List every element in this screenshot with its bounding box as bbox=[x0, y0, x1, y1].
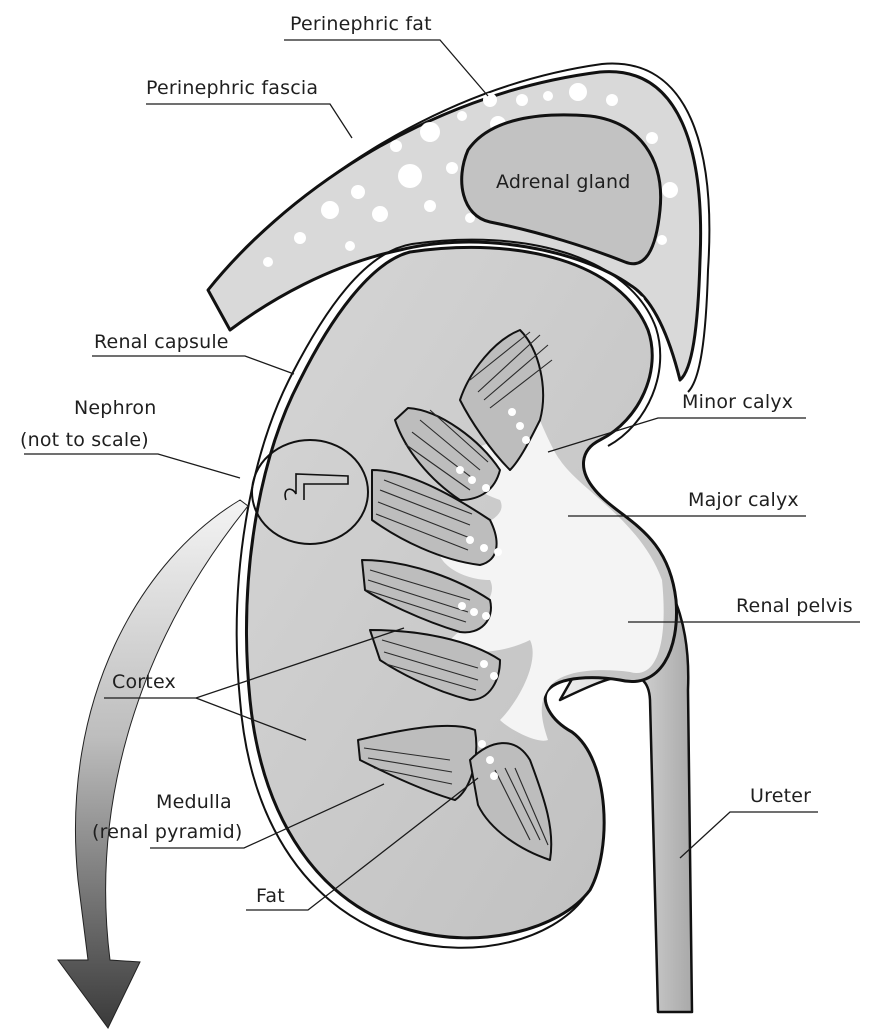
label-medulla: Medulla bbox=[156, 791, 232, 813]
label-renal-capsule: Renal capsule bbox=[94, 331, 229, 353]
leader-perinephric-fascia bbox=[146, 104, 352, 138]
label-major-calyx: Major calyx bbox=[688, 489, 799, 511]
label-ureter: Ureter bbox=[750, 785, 811, 807]
label-perinephric-fat: Perinephric fat bbox=[290, 13, 432, 35]
label-medulla-note: (renal pyramid) bbox=[92, 821, 243, 843]
label-cortex: Cortex bbox=[112, 671, 176, 693]
label-renal-pelvis: Renal pelvis bbox=[736, 595, 853, 617]
leader-ureter bbox=[680, 812, 818, 858]
leader-nephron bbox=[24, 454, 240, 478]
label-minor-calyx: Minor calyx bbox=[682, 391, 793, 413]
label-nephron: Nephron bbox=[74, 397, 156, 419]
label-perinephric-fascia: Perinephric fascia bbox=[146, 77, 318, 99]
label-nephron-note: (not to scale) bbox=[20, 429, 149, 451]
label-adrenal-gland: Adrenal gland bbox=[496, 171, 631, 193]
label-fat: Fat bbox=[256, 885, 285, 907]
nephron-detail-arrow bbox=[58, 500, 248, 1028]
leader-renal-capsule bbox=[92, 356, 294, 374]
